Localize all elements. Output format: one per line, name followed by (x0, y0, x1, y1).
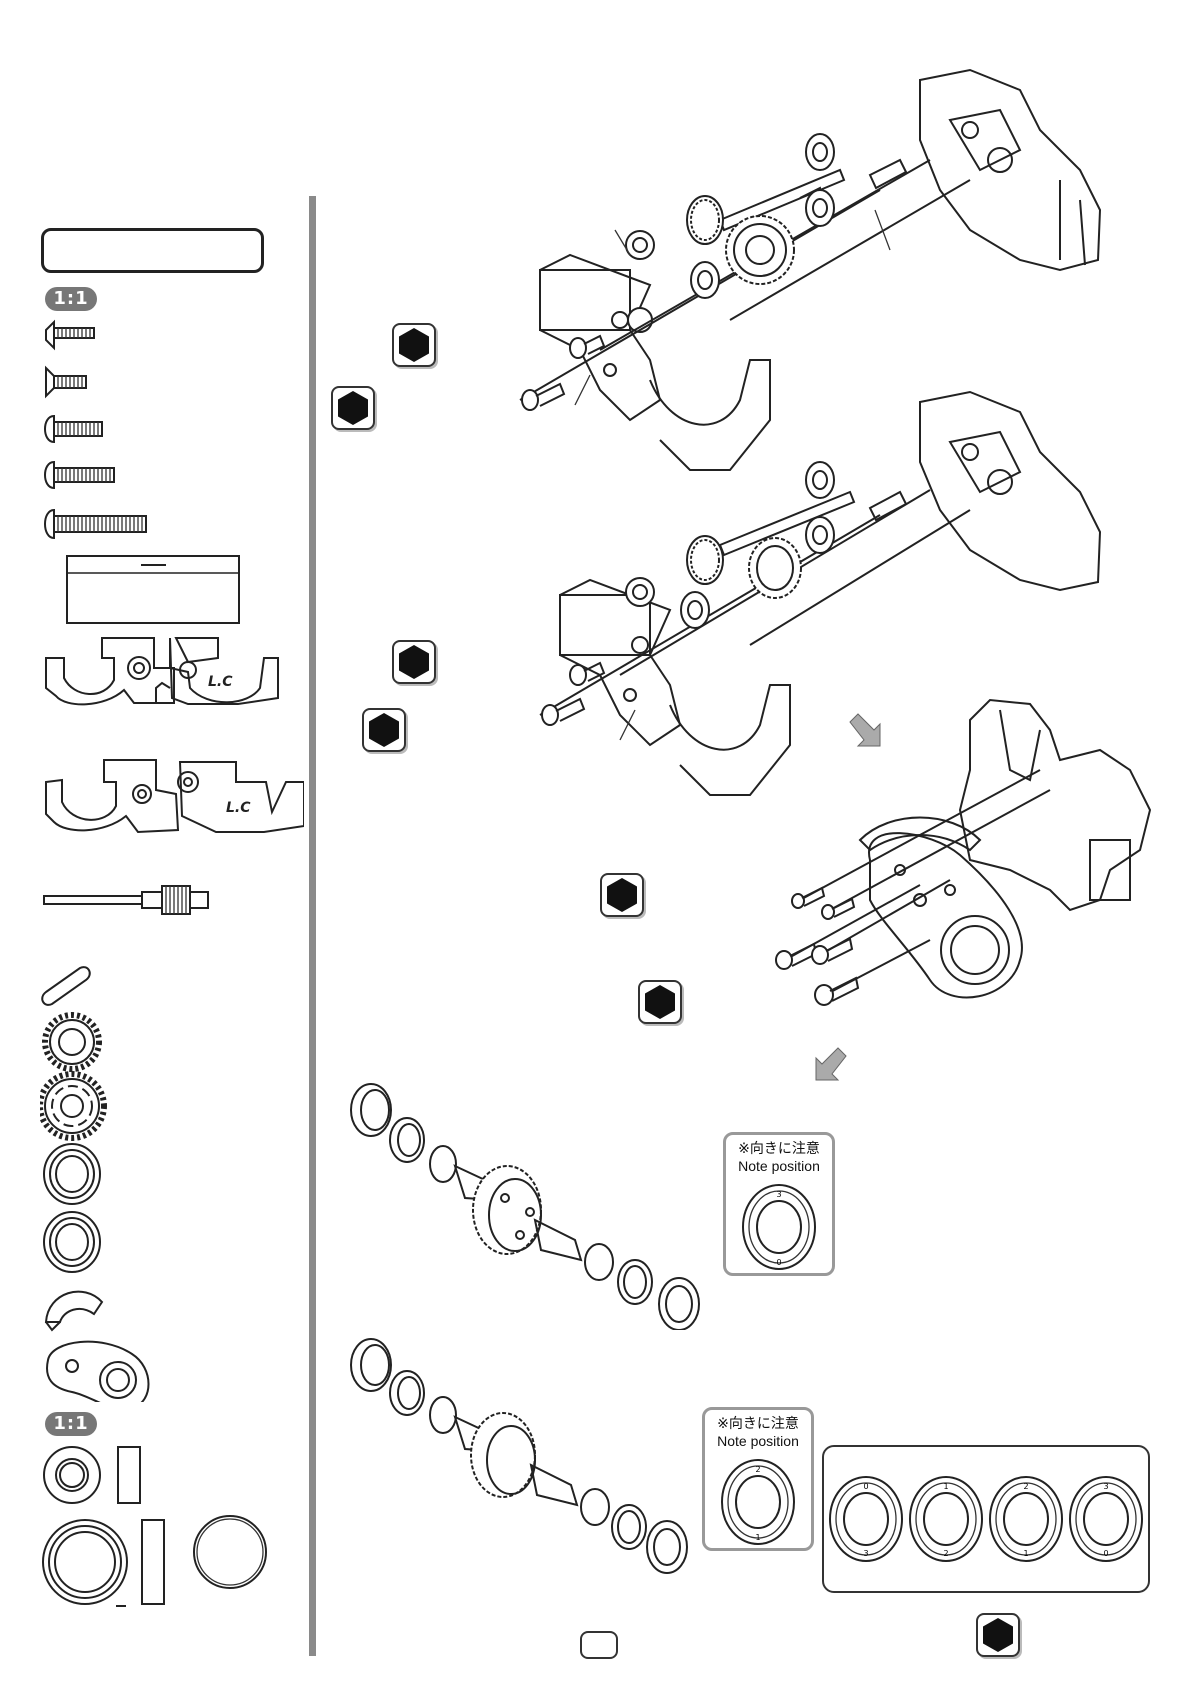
ring-digit-top: 0 (863, 1482, 868, 1491)
diff-cam-ring-b-icon (44, 1212, 100, 1272)
part-label-table (66, 555, 240, 625)
ring-digit-bottom: 0 (776, 1258, 781, 1267)
hex-wrench-icon (638, 980, 682, 1024)
cam-ring-option-1: 1 2 (910, 1477, 982, 1561)
diff-exploded-view-1 (345, 1080, 715, 1330)
spur-gear-small-icon (45, 1015, 99, 1069)
ring-digit-bottom: 3 (863, 1549, 868, 1558)
cam-ring-option-2: 2 1 (990, 1477, 1062, 1561)
arrow-down-left-icon (808, 1046, 848, 1086)
hex-wrench-icon (976, 1613, 1020, 1657)
note-title-jp: ※向きに注意 (726, 1141, 832, 1158)
motor-cover-icon (46, 1292, 102, 1330)
ring-digit-bottom: 2 (943, 1549, 948, 1558)
large-bearing-icon (43, 1520, 164, 1606)
section-title-box (41, 228, 264, 273)
gearbox-case-pair-1: L.C (44, 628, 284, 710)
note-title-jp: ※向きに注意 (705, 1416, 811, 1433)
button-head-screw-short-icon (45, 416, 102, 442)
motor-plate-icon (47, 1342, 149, 1402)
o-ring-icon (194, 1516, 266, 1588)
diff-cam-ring-icon: 3 0 (726, 1179, 832, 1279)
button-head-screw-medium-icon (45, 462, 114, 488)
hex-wrench-icon (362, 708, 406, 752)
diff-exploded-view-2 (345, 1335, 695, 1575)
svg-text:L.C: L.C (208, 674, 233, 690)
spur-gear-large-icon (40, 1074, 104, 1138)
flat-head-tapping-screw-icon (46, 322, 94, 348)
parts-column (40, 962, 160, 1402)
cam-ring-option-0: 0 3 (830, 1477, 902, 1561)
ring-digit-top: 1 (943, 1482, 948, 1491)
scale-badge: 1:1 (45, 287, 97, 311)
gearbox-case-pair-2: L.C (44, 752, 304, 838)
note-title-en: Note position (726, 1158, 832, 1175)
note-position-box: ※向きに注意 Note position 3 0 (723, 1132, 835, 1276)
diff-cam-ring-icon: 2 1 (705, 1454, 811, 1554)
cam-ring-options-box: 0 3 1 2 2 1 3 0 (822, 1445, 1150, 1593)
ring-digit-top: 3 (776, 1190, 781, 1199)
button-head-screw-long-icon (40, 508, 160, 542)
cam-ring-options: 0 3 1 2 2 1 3 0 (824, 1447, 1148, 1591)
pin-icon (42, 967, 90, 1005)
ring-digit-top: 3 (1103, 1482, 1108, 1491)
small-bearing-icon (44, 1447, 140, 1503)
column-divider (309, 196, 316, 1656)
note-position-box: ※向きに注意 Note position 2 1 (702, 1407, 814, 1551)
hex-wrench-icon (600, 873, 644, 917)
cam-ring-option-3: 3 0 (1070, 1477, 1142, 1561)
flat-head-screw-icon (46, 368, 86, 396)
ring-digit-bottom: 1 (1023, 1549, 1028, 1558)
ring-digit-bottom: 0 (1103, 1549, 1108, 1558)
screw-list (40, 318, 160, 533)
scale-badge: 1:1 (45, 1412, 97, 1436)
ring-digit-bottom: 1 (755, 1533, 760, 1542)
diff-cam-ring-a-icon (44, 1144, 100, 1204)
hex-wrench-icon (392, 323, 436, 367)
page-number-box (580, 1631, 618, 1659)
motor-plate-assembly (770, 690, 1170, 1020)
idler-shaft-icon (42, 880, 212, 920)
svg-text:L.C: L.C (226, 800, 251, 816)
note-title-en: Note position (705, 1433, 811, 1450)
ring-digit-top: 2 (755, 1465, 760, 1474)
hex-wrench-icon (331, 386, 375, 430)
bearing-list (40, 1440, 280, 1610)
ring-digit-top: 2 (1023, 1482, 1028, 1491)
hex-wrench-icon (392, 640, 436, 684)
